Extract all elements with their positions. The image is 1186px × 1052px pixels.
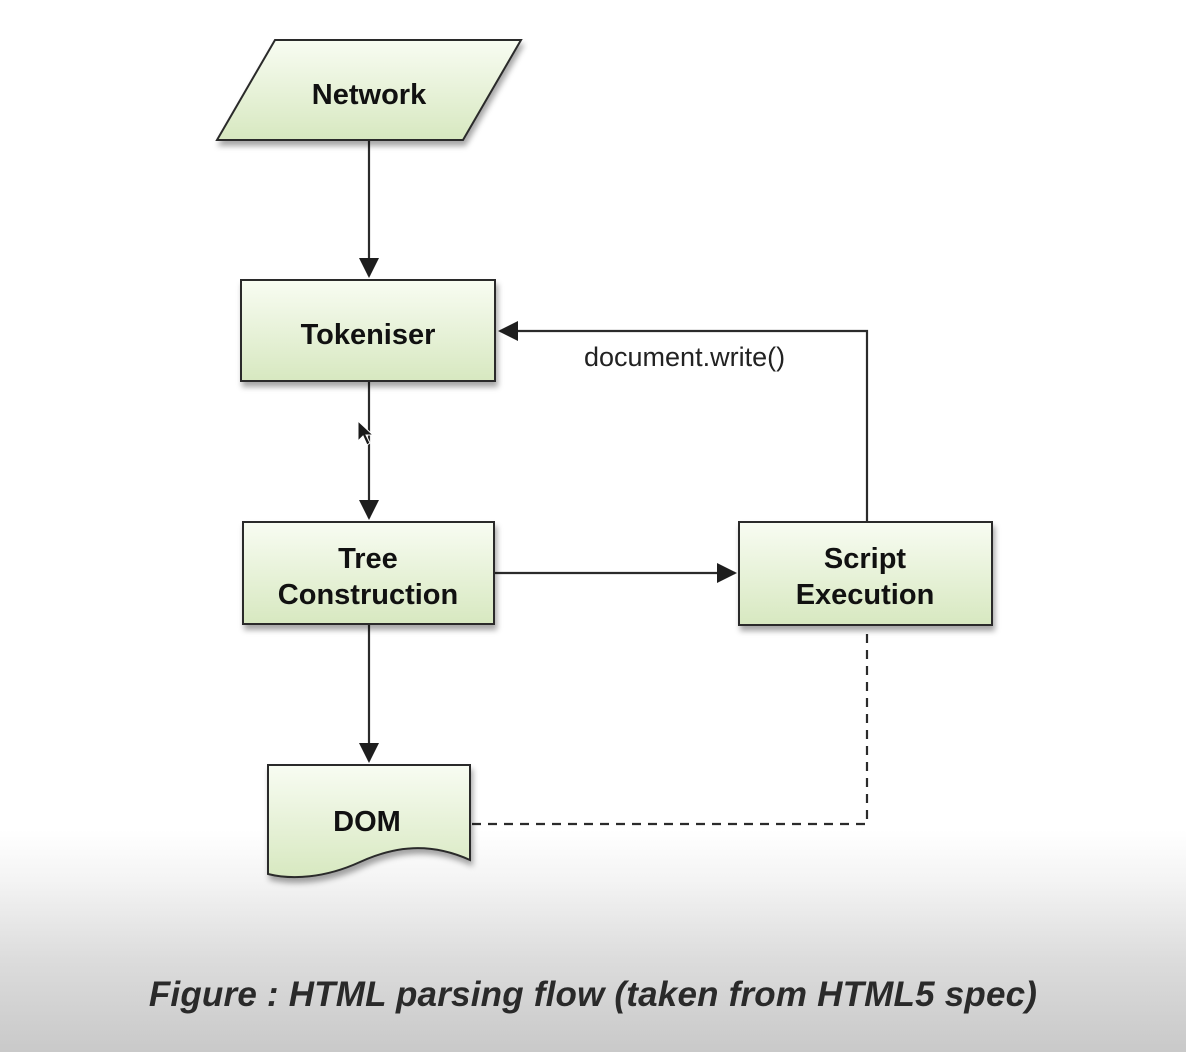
node-tree-construction: Tree Construction (242, 521, 495, 625)
node-label-script-line1: Script (824, 543, 907, 575)
node-label-script-line2: Execution (796, 579, 935, 611)
node-label-tokeniser: Tokeniser (301, 319, 436, 351)
edge-dom-script-execution-dashed (472, 627, 869, 826)
node-script-execution: Script Execution (738, 521, 993, 626)
edge-script-execution-to-tokeniser (498, 321, 869, 522)
edge-label-document-write: document.write() (584, 342, 785, 372)
node-label-network: Network (312, 79, 427, 111)
figure-caption: Figure : HTML parsing flow (taken from H… (148, 975, 1038, 1014)
node-tokeniser: Tokeniser (240, 279, 496, 382)
node-label-tree-line1: Tree (338, 543, 398, 575)
node-label-tree-line2: Construction (278, 579, 458, 611)
node-label-dom: DOM (333, 806, 401, 838)
mouse-cursor-icon (357, 419, 375, 446)
node-dom: DOM (267, 764, 471, 879)
node-network: Network (215, 39, 523, 141)
